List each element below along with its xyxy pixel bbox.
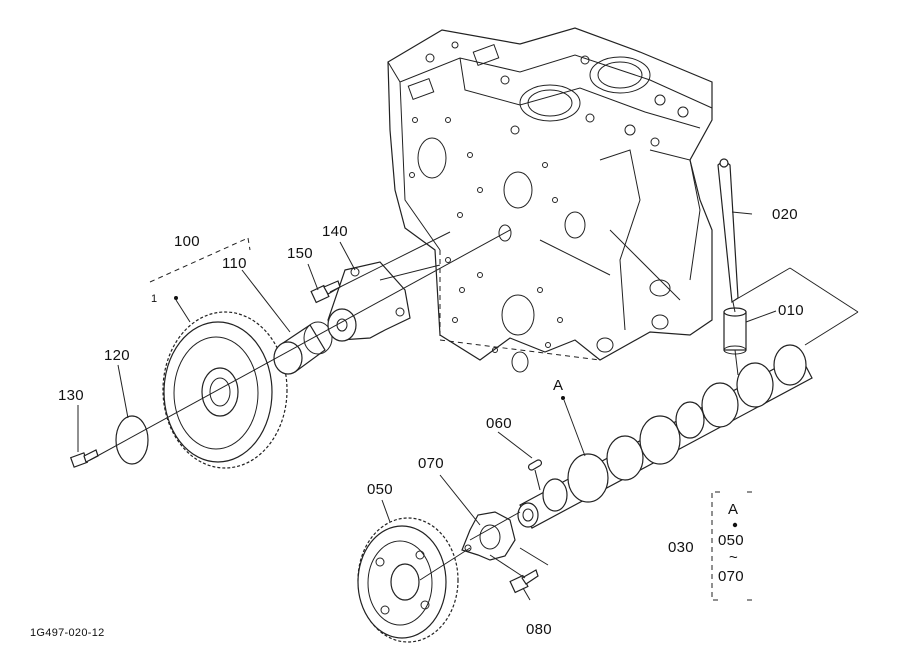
bracket-label-from: 050 (718, 532, 744, 549)
idle-gear-collar (115, 415, 149, 465)
bracket-label-a: A (728, 501, 739, 518)
label-100: 100 (174, 233, 200, 250)
label-070: 070 (418, 455, 444, 472)
label-050: 050 (367, 481, 393, 498)
label-ref-a: A (553, 377, 564, 394)
leader-lines (77, 211, 777, 601)
label-140: 140 (322, 223, 348, 240)
bracket-label-to: 070 (718, 568, 744, 585)
label-010: 010 (778, 302, 804, 319)
idle-gear (162, 311, 288, 469)
idle-gear-bushing (273, 321, 333, 375)
label-150: 150 (287, 245, 313, 262)
collar-bolt (69, 449, 99, 468)
drawing-number: 1G497-020-12 (30, 627, 105, 639)
push-rod (717, 158, 739, 304)
engine-block (387, 27, 713, 373)
tappet (723, 307, 747, 355)
camshaft-stopper (461, 511, 516, 561)
camshaft (517, 344, 813, 529)
kit-bracket-030 (711, 491, 755, 601)
cam-gear (357, 517, 459, 643)
label-120: 120 (104, 347, 130, 364)
label-110: 110 (222, 255, 247, 272)
label-130: 130 (58, 387, 84, 404)
alignment-lines (89, 229, 859, 581)
label-030: 030 (668, 539, 694, 556)
idle-gear-shaft (327, 261, 411, 342)
label-060: 060 (486, 415, 512, 432)
bracket-label-tilde: ~ (729, 549, 739, 566)
label-080: 080 (526, 621, 552, 638)
label-020: 020 (772, 206, 798, 223)
feather-key (527, 459, 543, 471)
label-100-bracket-mark: 1 (151, 293, 158, 305)
